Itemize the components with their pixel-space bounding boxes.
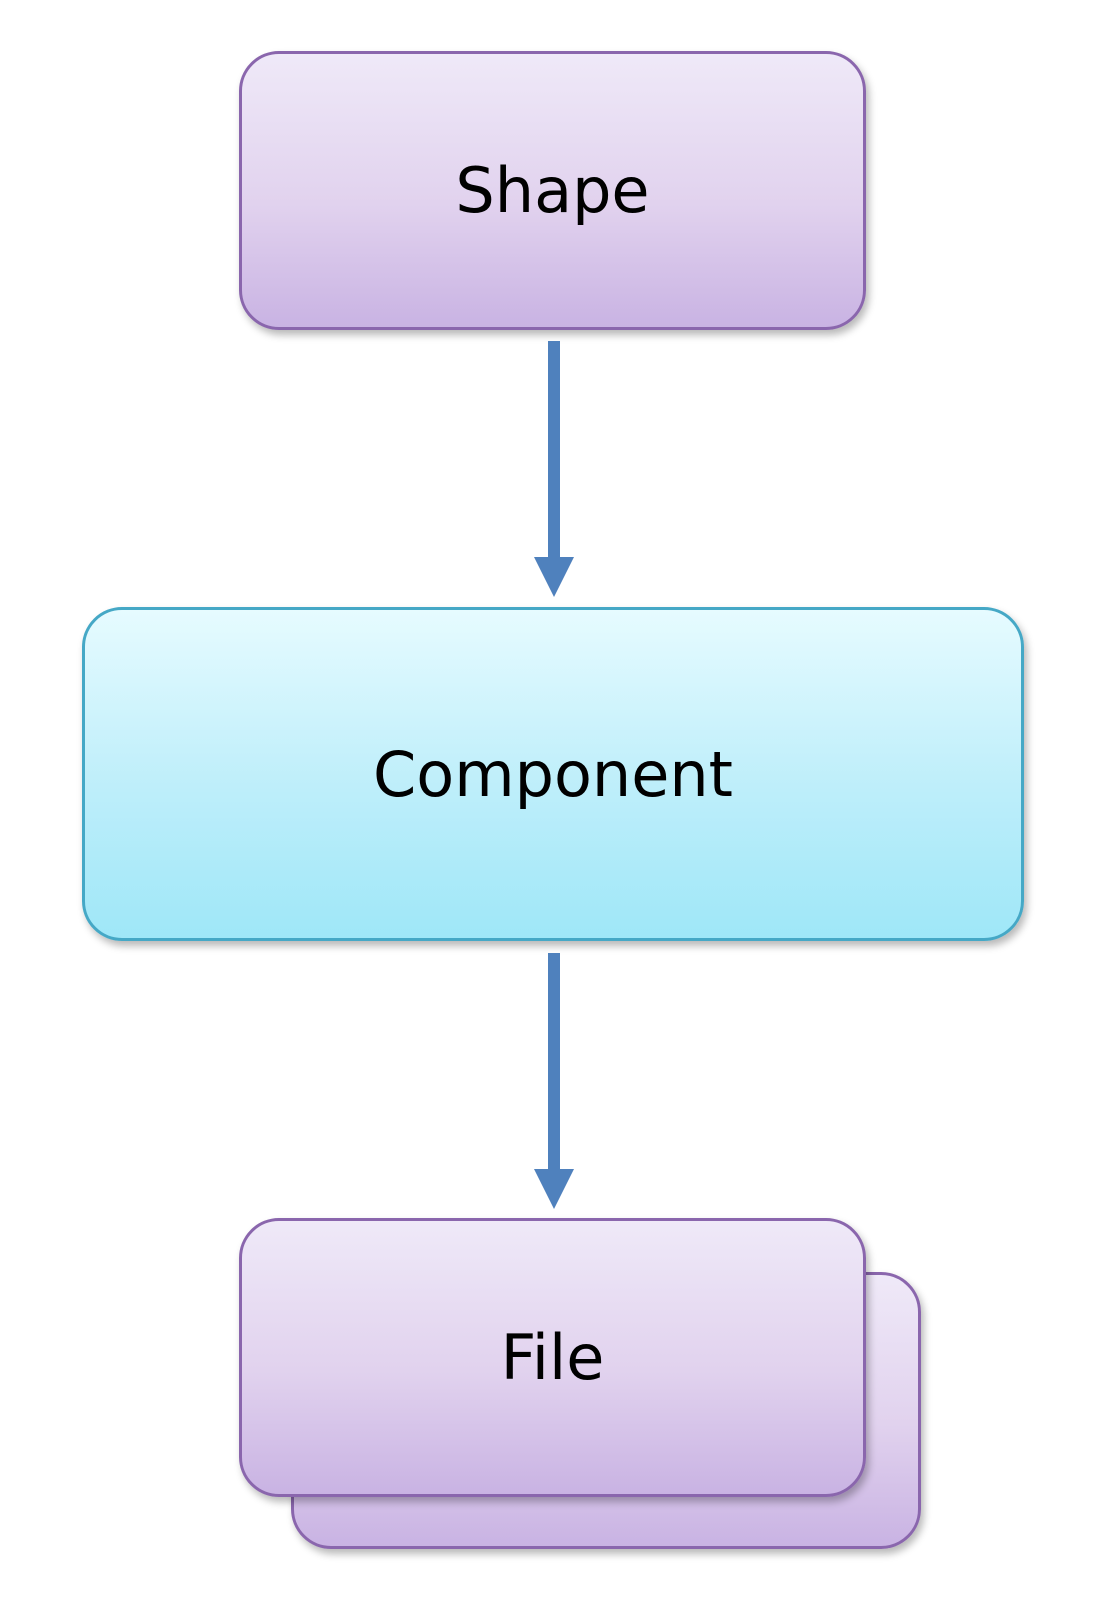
component-label: Component xyxy=(373,737,733,811)
arrow-shape-to-component xyxy=(534,341,574,597)
component-node: Component xyxy=(82,607,1024,941)
arrow-component-to-file xyxy=(534,953,574,1209)
arrow-head xyxy=(534,1169,574,1209)
shape-label: Shape xyxy=(455,154,650,227)
shape-node: Shape xyxy=(239,51,866,330)
arrow-shaft xyxy=(548,341,560,559)
arrow-shaft xyxy=(548,953,560,1171)
arrow-head xyxy=(534,557,574,597)
file-node: File xyxy=(239,1218,866,1497)
file-label: File xyxy=(500,1321,605,1394)
